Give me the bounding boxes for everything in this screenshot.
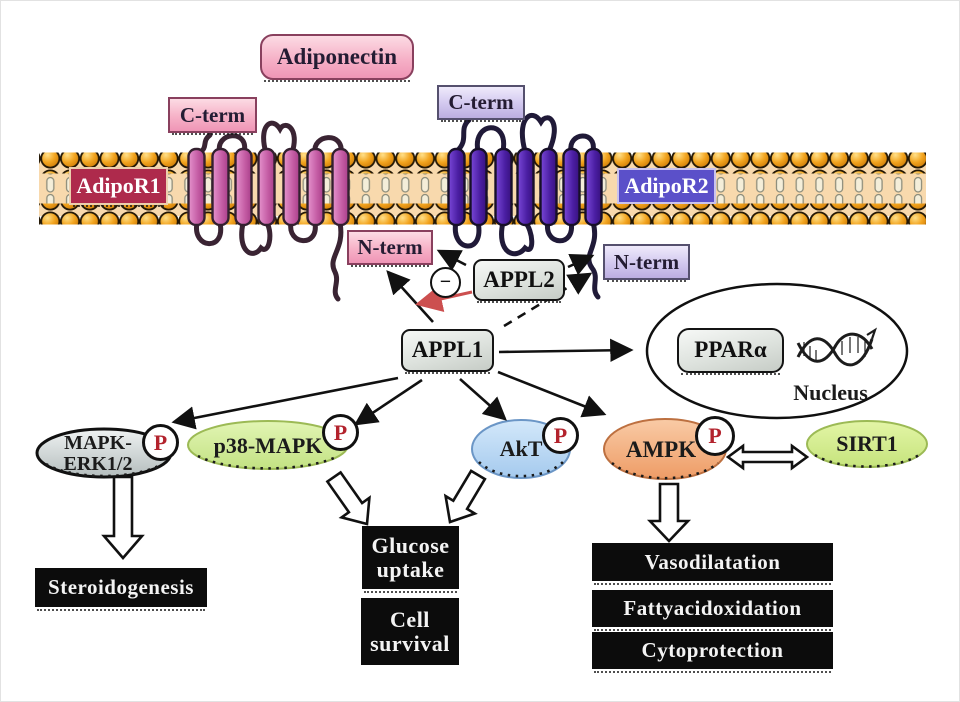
appl1-box: APPL1 [401,329,494,374]
adiponectin-label: Adiponectin [260,34,414,82]
block-arrow-ampk-vasodilatation [646,482,692,543]
outcome-vasodilatation: Vasodilatation [592,543,833,585]
nucleus-label: Nucleus [793,380,868,406]
mapk-erk-label: MAPK- ERK1/2 [63,432,133,475]
phospho-badge-mapk: P [142,424,179,461]
adipor1-nterm-label: N-term [347,230,433,267]
arrow-appl1-to-p38 [353,378,423,426]
adipor2-cterm-label: C-term [437,85,525,122]
phospho-badge-ampk: P [695,416,735,456]
adipor1-label: AdipoR1 [69,167,168,207]
ampk-label: AMPK [625,436,697,462]
adipor1-helices [187,147,350,227]
appl2-box: APPL2 [473,259,565,303]
dna-helix-icon [796,327,878,367]
adipor2-nterm-label: N-term [603,244,690,282]
adipor2-label: AdipoR2 [617,168,716,204]
arrow-appl2-to-nterm1 [436,249,467,271]
arrow-appl1-to-akt [459,378,507,421]
double-arrow-ampk-sirt1 [725,443,810,471]
akt-label: AkT [499,436,543,462]
sirt1-label: SIRT1 [836,431,898,457]
outcome-cell-survival: Cell survival [361,598,459,665]
outcome-glucose-uptake: Glucose uptake [362,526,459,593]
arrow-appl1-to-ampk [497,370,607,418]
inhibition-minus-icon: − [430,267,461,298]
adipor1-cterm-label: C-term [168,97,257,135]
outcome-fatty-acid-oxidation: Fattyacidoxidation [592,590,833,631]
phospho-badge-akt: P [542,417,579,454]
arrow-appl1-to-nucleus [498,338,634,363]
arrow-appl2-to-nterm2 [567,254,595,276]
arrow-appl1-to-mapk [171,376,399,430]
sirt1-ellipse [806,420,928,468]
outcome-arrows [101,443,810,560]
block-arrow-akt-glucose [443,469,487,524]
outcome-cytoprotection: Cytoprotection [592,632,833,673]
ppar-alpha-box: PPARα [677,328,784,375]
block-arrow-mapk-steroidogenesis [101,475,145,560]
adipor2-helices [447,147,603,227]
phospho-badge-p38: P [322,414,359,451]
kinase-ellipses [35,418,928,480]
inhibition-arrow-red [415,285,473,312]
block-arrow-p38-glucose [325,470,371,526]
p38-mapk-label: p38-MAPK [213,433,323,459]
outcome-steroidogenesis: Steroidogenesis [35,568,207,611]
arrow-appl1-to-nterm1 [386,270,434,323]
signal-arrows [171,249,634,430]
